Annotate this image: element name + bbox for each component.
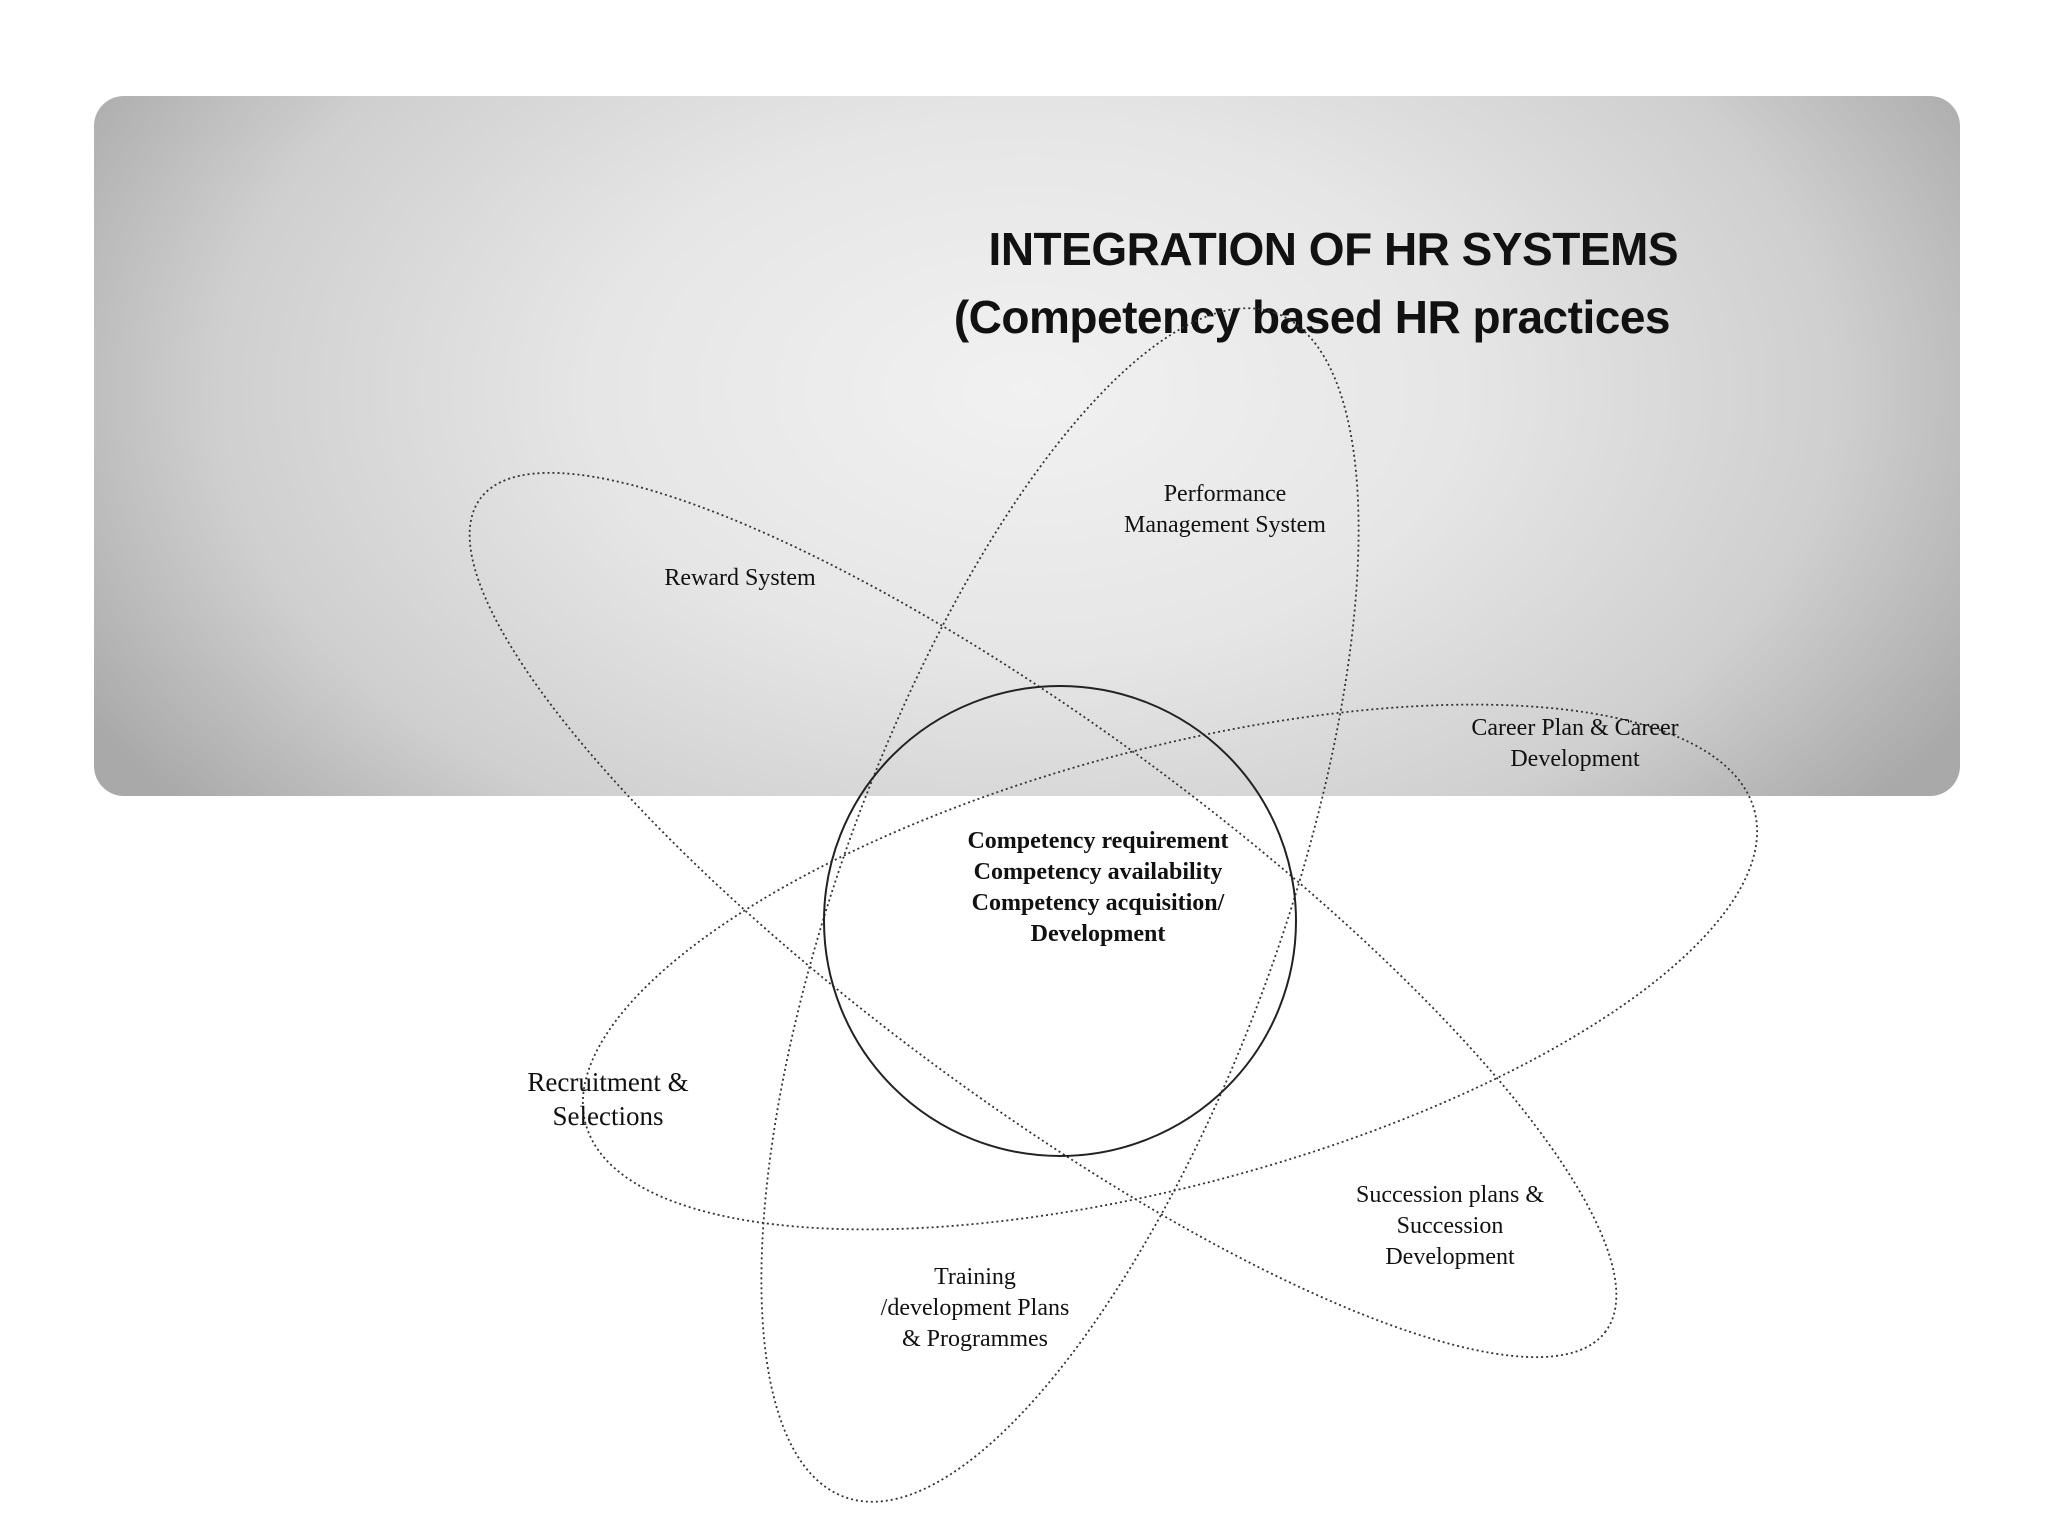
- label-training-development: Training /development Plans & Programmes: [855, 1262, 1095, 1355]
- label-line: Performance: [1163, 481, 1287, 507]
- label-line: Recruitment &: [527, 1067, 689, 1097]
- diagram-subtitle: (Competency based HR practices: [953, 291, 1671, 343]
- core-line: Development: [1030, 921, 1166, 947]
- label-line: Development: [1385, 1244, 1515, 1270]
- label-line: & Programmes: [902, 1326, 1048, 1352]
- label-line: Training: [934, 1264, 1016, 1290]
- core-line: Competency availability: [973, 859, 1223, 885]
- label-line: Reward System: [664, 565, 816, 591]
- label-line: Succession plans &: [1356, 1182, 1544, 1208]
- label-reward-system: Reward System: [640, 563, 840, 594]
- title-banner: [94, 96, 1960, 796]
- core-line: Competency acquisition/: [971, 890, 1225, 916]
- label-line: /development Plans: [880, 1295, 1070, 1321]
- label-performance-management: Performance Management System: [1105, 479, 1345, 541]
- label-line: Career Plan & Career: [1471, 715, 1679, 741]
- core-competency-text: Competency requirement Competency availa…: [948, 826, 1248, 950]
- core-line: Competency requirement: [967, 828, 1229, 854]
- core-competency-circle: [823, 685, 1297, 1157]
- label-line: Succession: [1396, 1213, 1504, 1239]
- label-line: Selections: [552, 1101, 664, 1131]
- label-succession-plans: Succession plans & Succession Developmen…: [1330, 1180, 1570, 1273]
- label-career-plan: Career Plan & Career Development: [1445, 713, 1705, 775]
- diagram-title: INTEGRATION OF HR SYSTEMS: [988, 223, 1679, 275]
- label-line: Management System: [1124, 512, 1326, 538]
- orbit-recruitment-career: [581, 703, 1759, 1231]
- orbit-reward-succession: [468, 471, 1618, 1359]
- label-recruitment-selections: Recruitment & Selections: [488, 1065, 728, 1133]
- label-line: Development: [1510, 746, 1640, 772]
